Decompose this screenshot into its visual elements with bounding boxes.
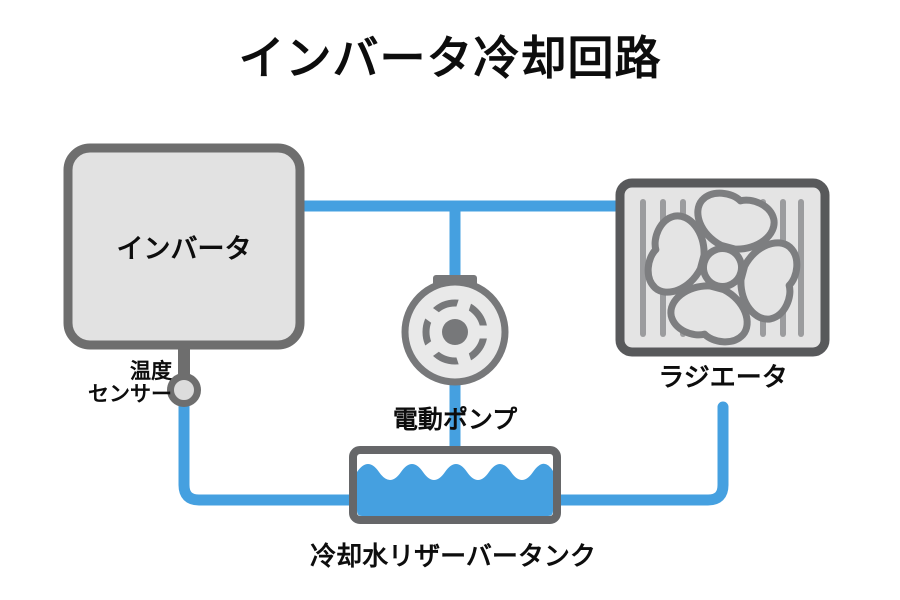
temp-sensor-label-line2: センサー [88,382,172,406]
radiator-icon [615,178,830,357]
pump-impeller-notches [419,292,494,372]
fan-hub [700,245,745,290]
inverter-label: インバータ [116,234,252,265]
pipe-tank-to-radiator [544,401,729,506]
temp-sensor [167,343,201,407]
temp-sensor-bulb [167,373,201,407]
tank-water [357,463,553,516]
radiator-label: ラジエータ [658,363,788,393]
reservoir-tank-icon [349,446,561,524]
electric-pump-icon [401,275,509,386]
tank-border [349,446,561,524]
pump-label: 電動ポンプ [392,405,518,434]
pump-hub [442,319,468,345]
diagram-title: インバータ冷却回路 [238,31,662,85]
temp-sensor-label-line1: 温度 [130,359,172,383]
reservoir-tank-label: 冷却水リザーバータンク [310,542,596,572]
fan-icon [644,189,801,346]
coolant-pipes [178,200,729,506]
pipe-sensor-to-tank [178,396,360,506]
temp-sensor-label: 温度 センサー [62,360,172,406]
